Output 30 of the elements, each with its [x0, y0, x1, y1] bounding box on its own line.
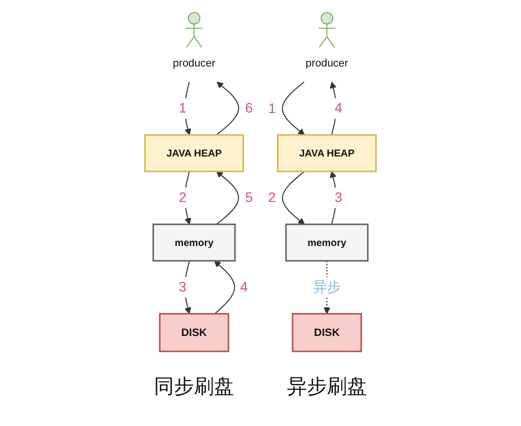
- node-box: memory: [285, 224, 369, 262]
- arrow: [184, 170, 192, 225]
- edge-label: 6: [245, 100, 253, 116]
- edge-label: 1: [268, 100, 276, 116]
- arrow: [216, 82, 240, 136]
- arrow: [214, 260, 236, 314]
- panel-caption: 异步刷盘: [286, 375, 367, 400]
- node-box: JAVA HEAP: [277, 134, 377, 172]
- node-text: producer: [306, 56, 348, 69]
- edge-label: 4: [334, 100, 342, 116]
- edge-label: 2: [178, 190, 186, 206]
- node-box: DISK: [159, 313, 230, 352]
- node-box: memory: [152, 224, 236, 262]
- edge-label: 5: [245, 190, 253, 206]
- node-box: DISK: [292, 313, 362, 352]
- node-box: JAVA HEAP: [144, 134, 244, 172]
- arrow: [216, 171, 240, 225]
- edge-label: 异步: [313, 279, 341, 295]
- arrow: [330, 171, 337, 225]
- edge-label: 3: [334, 190, 342, 206]
- edge-label: 3: [178, 279, 186, 295]
- arrow: [330, 82, 337, 136]
- arrow: [282, 170, 306, 225]
- edge-label: 1: [178, 100, 186, 116]
- edge-label: 4: [240, 279, 248, 295]
- arrow: [282, 81, 305, 136]
- arrow: [184, 81, 192, 136]
- panel-caption: 同步刷盘: [154, 375, 234, 400]
- edge-label: 2: [268, 190, 276, 206]
- node-text: producer: [172, 56, 216, 69]
